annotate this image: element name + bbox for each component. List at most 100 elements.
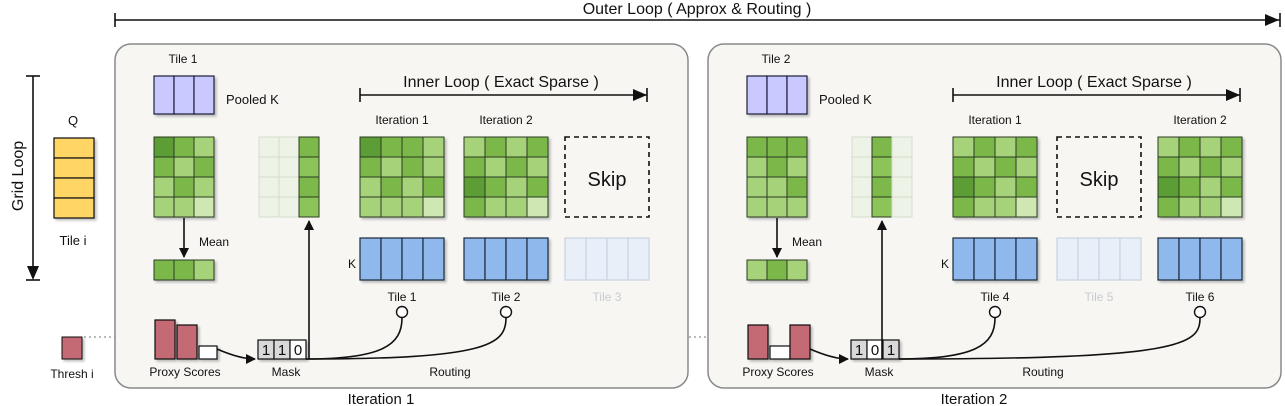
grid-cell <box>380 176 403 198</box>
routing-curve <box>305 317 507 360</box>
faded-cell <box>278 156 300 178</box>
grid-cell <box>484 136 507 158</box>
grid-cell <box>193 136 215 158</box>
k-tile-label: Tile 5 <box>1085 290 1114 304</box>
grid-cell <box>746 259 768 281</box>
threshold-bar <box>61 336 83 360</box>
grid-cell <box>994 136 1017 158</box>
inner-loop-label: Inner Loop ( Exact Sparse ) <box>403 74 599 91</box>
grid-cell <box>359 136 382 158</box>
grid-cell <box>1157 156 1180 178</box>
q-cell <box>53 157 95 179</box>
routing-label: Routing <box>429 365 470 379</box>
pooled-k-column <box>193 75 215 115</box>
k-column <box>1015 237 1038 281</box>
k-column <box>1056 237 1079 281</box>
grid-cell <box>952 196 975 218</box>
k-column <box>484 237 507 281</box>
exact-score-grid <box>1157 136 1243 218</box>
grid-cell <box>766 176 788 198</box>
routing-curve <box>898 317 1201 360</box>
proxy-score-bar <box>769 345 791 360</box>
faded-cell <box>278 176 300 198</box>
iteration-label: Iteration 1 <box>375 113 429 127</box>
grid-cell <box>973 136 996 158</box>
pooled-k-column <box>173 75 195 115</box>
grid-cell <box>1178 136 1201 158</box>
grid-cell <box>786 176 808 198</box>
k-column <box>380 237 403 281</box>
grid-cell <box>193 196 215 218</box>
grid-cell <box>786 196 808 218</box>
grid-cell <box>359 156 382 178</box>
q-cell <box>53 177 95 199</box>
grid-cell <box>994 156 1017 178</box>
proxy-score-bar <box>154 319 176 360</box>
faded-cell <box>891 196 913 218</box>
k-column <box>422 237 445 281</box>
grid-loop-arrow <box>26 75 40 281</box>
tile-i-label: Tile i <box>60 233 87 248</box>
grid-cell <box>786 259 808 281</box>
k-column <box>1157 237 1180 281</box>
k-tile-label: Tile 2 <box>492 290 521 304</box>
q-cell <box>53 197 95 219</box>
selected-cell <box>298 196 320 218</box>
grid-cell <box>193 156 215 178</box>
grid-cell <box>1178 176 1201 198</box>
mean-row <box>153 259 215 281</box>
k-column <box>1119 237 1142 281</box>
faded-cell <box>278 136 300 158</box>
grid-cell <box>401 156 424 178</box>
grid-loop-label: Grid Loop <box>10 141 27 211</box>
grid-cell <box>952 176 975 198</box>
k-label: K <box>348 257 356 271</box>
grid-cell <box>952 136 975 158</box>
k-column <box>606 237 629 281</box>
grid-cell <box>1199 156 1222 178</box>
inner-loop-label: Inner Loop ( Exact Sparse ) <box>996 74 1192 91</box>
proxy-scores-label: Proxy Scores <box>742 365 813 379</box>
pooled-k-column <box>153 75 175 115</box>
routing-node <box>499 305 513 319</box>
k-tile <box>1157 237 1243 281</box>
grid-cell <box>1220 156 1243 178</box>
panel-iteration-caption: Iteration 1 <box>348 391 415 406</box>
grid-cell <box>505 176 528 198</box>
k-tile <box>463 237 549 281</box>
proxy-score-bar <box>747 324 769 360</box>
grid-cell <box>1178 156 1201 178</box>
k-tile-label: Tile 1 <box>388 290 417 304</box>
k-column <box>994 237 1017 281</box>
outer-loop-label: Outer Loop ( Approx & Routing ) <box>583 1 812 18</box>
mask-value: 1 <box>262 342 270 359</box>
pooled-k-column <box>786 75 808 115</box>
grid-cell <box>173 259 195 281</box>
iteration-label: Iteration 2 <box>1173 113 1227 127</box>
k-column <box>585 237 608 281</box>
grid-cell <box>505 196 528 218</box>
selected-cell <box>298 136 320 158</box>
grid-cell <box>463 136 486 158</box>
selected-cell <box>871 156 893 178</box>
proxy-scores-bars <box>154 319 218 360</box>
iteration-label: Iteration 1 <box>968 113 1022 127</box>
grid-cell <box>766 259 788 281</box>
panel-tile-label: Tile 1 <box>169 52 198 66</box>
pooled-k-tile <box>746 75 808 115</box>
grid-cell <box>193 176 215 198</box>
routing-node <box>1193 305 1207 319</box>
k-tile-label: Tile 6 <box>1186 290 1215 304</box>
selected-cell <box>871 136 893 158</box>
selected-column-grid <box>258 136 320 218</box>
grid-cell <box>1199 196 1222 218</box>
proxy-to-mask-arrow <box>216 348 256 364</box>
panel-tile-label: Tile 2 <box>762 52 791 66</box>
k-column <box>463 237 486 281</box>
mask-label: Mask <box>865 365 895 379</box>
q-tile <box>53 137 95 219</box>
k-column <box>1178 237 1201 281</box>
pooled-k-label: Pooled K <box>226 92 279 107</box>
mean-row <box>746 259 808 281</box>
